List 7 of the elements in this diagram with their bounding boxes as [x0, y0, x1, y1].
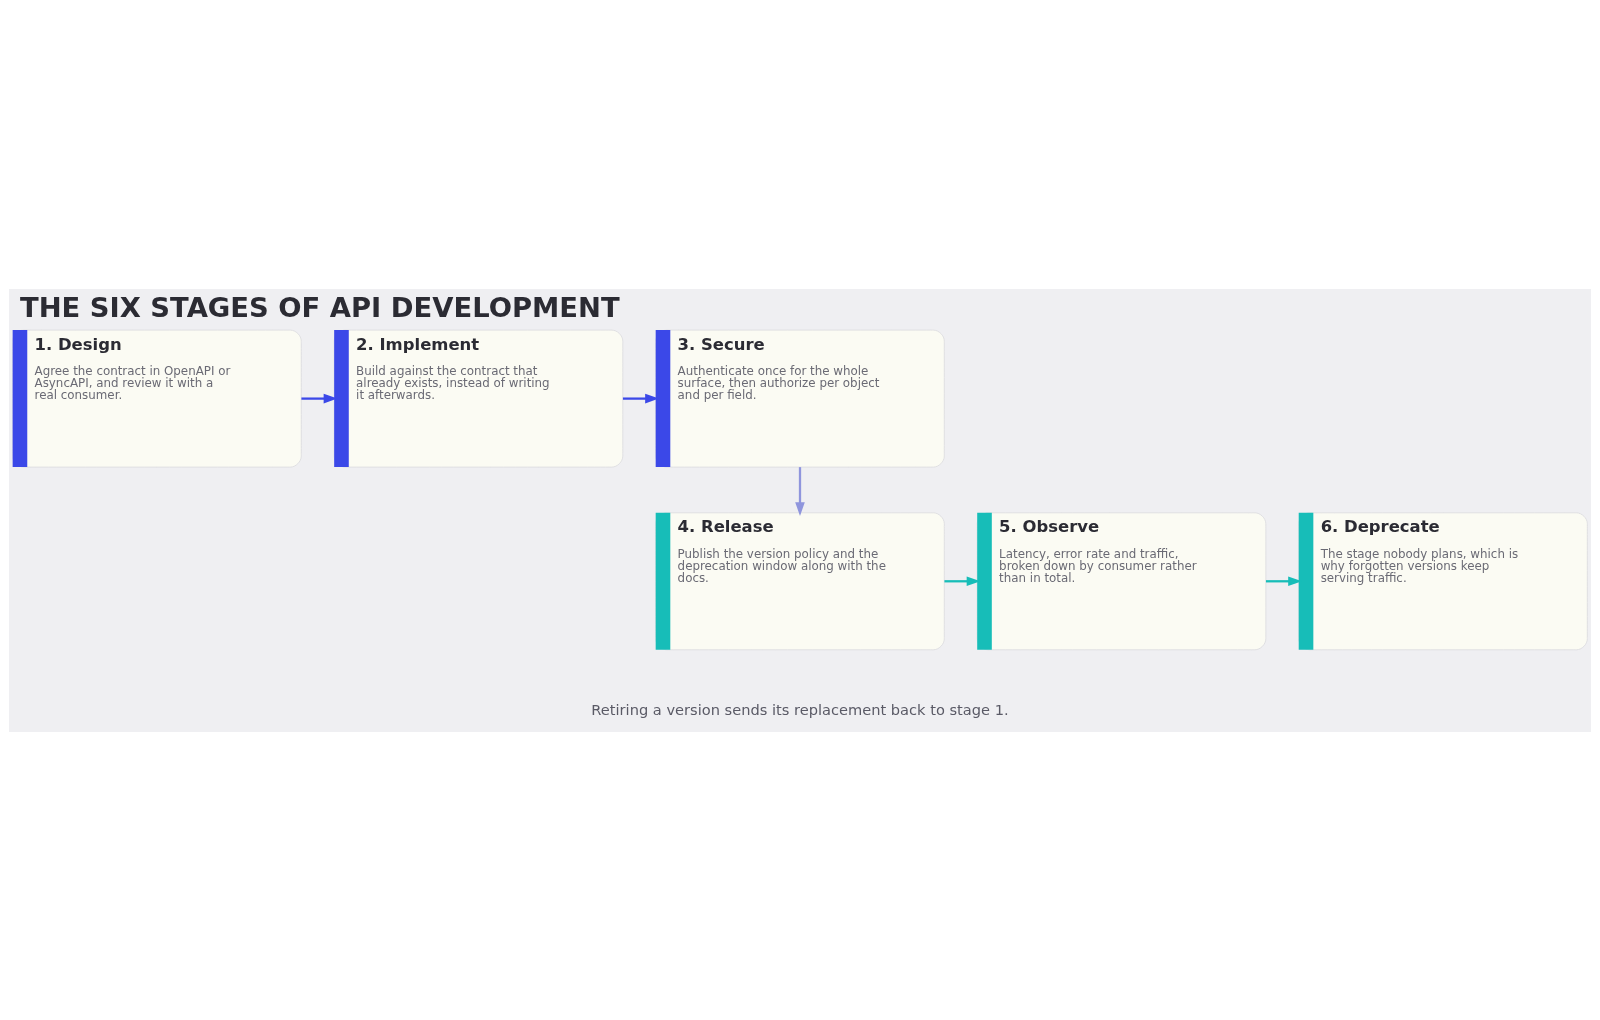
arrow [795, 466, 805, 516]
diagram-title: THE SIX STAGES OF API DEVELOPMENT [19, 291, 620, 323]
arrow [622, 393, 659, 403]
arrow [944, 576, 981, 586]
caption: Retiring a version sends its replacement back to stage 1. [591, 700, 1009, 718]
arrow [301, 393, 338, 403]
arrow [1265, 576, 1302, 586]
